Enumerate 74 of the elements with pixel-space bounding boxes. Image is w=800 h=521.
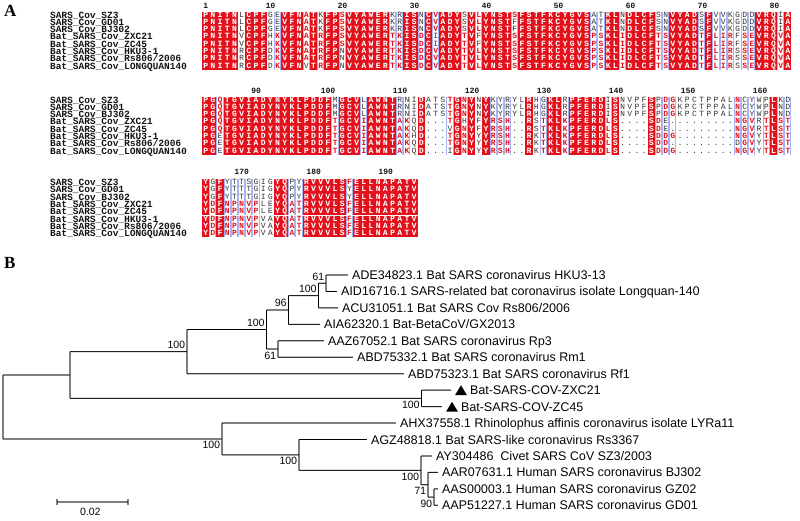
bootstrap-value: 100 (279, 456, 297, 468)
sequence-name: Bat_SARS_Cov_Rs806/2006 (50, 222, 182, 230)
sequence-name: Bat_SARS_Cov_Rs806/2006 (50, 55, 182, 63)
position-number: 110 (392, 88, 408, 96)
sequence-name: SARS_Cov_BJ302 (50, 26, 130, 34)
taxon-label: Bat-SARS-COV-ZC45 (461, 400, 584, 414)
bootstrap-value: 100 (167, 340, 185, 352)
taxon-label: AHX37558.1 Rhinolophus affinis coronavirus isolate LYRa11 (400, 416, 734, 430)
sequence-name: Bat_SARS_Cov_HKU3-1 (50, 216, 158, 223)
taxon-label: ABD75332.1 Bat SARS coronavirus Rm1 (357, 350, 586, 364)
bootstrap-value: 100 (298, 284, 316, 296)
position-number: 140 (608, 88, 624, 96)
sequence-name: Bat_SARS_Cov_LONGQUAN140 (50, 230, 187, 238)
position-number: 1 (202, 3, 209, 11)
position-number: 40 (481, 3, 492, 11)
sequence-name: Bat_SARS_Cov_LONGQUAN140 (50, 148, 187, 155)
position-number: 80 (768, 3, 780, 11)
position-number: 150 (680, 88, 696, 96)
panel-letter: B (4, 254, 16, 272)
position-number: 70 (696, 3, 708, 11)
position-number: 170 (233, 169, 250, 177)
bootstrap-value: 61 (312, 272, 324, 283)
position-number: 90 (250, 88, 262, 96)
position-number: 20 (336, 3, 348, 11)
taxon-label: Bat-SARS-COV-ZXC21 (470, 383, 601, 398)
taxon-label: AAZ67052.1 Bat SARS coronavirus Rp3 (328, 334, 552, 348)
taxon-label: ACU31051.1 Bat SARS Cov Rs806/2006 (342, 300, 570, 315)
sequence-name: SARS_Cov_SZ3 (50, 179, 118, 186)
taxon-label: AIA62320.1 Bat-BetaCoV/GX2013 (324, 317, 516, 332)
sequence-name: Bat_SARS_Cov_HKU3-1 (50, 133, 158, 140)
sequence-name: SARS_Cov_GD01 (50, 186, 124, 194)
sequence-name: Bat_SARS_Cov_LONGQUAN140 (50, 62, 187, 70)
taxon-label: AID16716.1 SARS-related bat coronavirus isolate Longquan-140 (341, 284, 700, 298)
position-number: 190 (377, 169, 394, 177)
taxon-label: AAR07631.1 Human SARS coronavirus BJ302 (442, 465, 702, 480)
bootstrap-value: 96 (274, 298, 286, 310)
bootstrap-value: 61 (264, 350, 276, 362)
panel-letter: A (4, 2, 16, 20)
sequence-name: SARS_Cov_BJ302 (50, 194, 130, 201)
position-number: 30 (408, 3, 420, 11)
bootstrap-value: 100 (246, 318, 264, 329)
sequence-name: Bat_SARS_Cov_ZC45 (50, 126, 147, 133)
sequence-name: SARS_Cov_GD01 (50, 18, 124, 26)
sequence-name: Bat_SARS_Cov_ZXC21 (50, 200, 153, 208)
taxon-label: AAS00003.1 Human SARS coronavirus GZ02 (442, 482, 696, 496)
taxon-label: ADE34823.1 Bat SARS coronavirus HKU3-13 (352, 268, 606, 282)
taxon-label: ABD75323.1 Bat SARS coronavirus Rf1 (408, 366, 630, 381)
position-number: 120 (464, 88, 480, 96)
bootstrap-value: 100 (202, 440, 220, 452)
taxon-label: AGZ48818.1 Bat SARS-like coronavirus Rs3367 (371, 432, 640, 446)
sequence-name: SARS_Cov_SZ3 (50, 96, 118, 104)
taxon-label: AAP51227.1 Human SARS coronavirus GD01 (442, 498, 698, 512)
bootstrap-value: 71 (414, 486, 426, 498)
bootstrap-value: 100 (402, 400, 420, 411)
bootstrap-value: 90 (420, 498, 432, 510)
position-number: 160 (752, 88, 768, 96)
scale-value: 0.02 (80, 507, 100, 518)
sequence-name: Bat_SARS_Cov_ZXC21 (50, 118, 153, 126)
sequence-name: Bat_SARS_Cov_HKU3-1 (50, 48, 158, 56)
sequence-name: Bat_SARS_Cov_ZC45 (50, 40, 147, 48)
taxon-label: AY304486 Civet SARS CoV SZ3/2003 (436, 448, 652, 463)
position-number: 130 (536, 88, 552, 96)
sequence-name: SARS_Cov_BJ302 (50, 111, 130, 118)
position-number: 60 (624, 3, 636, 11)
position-number: 50 (552, 3, 564, 11)
position-number: 10 (264, 3, 276, 11)
sequence-name: Bat_SARS_Cov_ZC45 (50, 208, 147, 216)
sequence-name: SARS_Cov_SZ3 (50, 12, 118, 19)
sequence-name: Bat_SARS_Cov_ZXC21 (50, 33, 153, 41)
bootstrap-value: 100 (401, 472, 419, 483)
sequence-name: Bat_SARS_Cov_Rs806/2006 (50, 140, 182, 148)
sequence-name: SARS_Cov_GD01 (50, 104, 124, 112)
position-number: 100 (320, 88, 336, 96)
position-number: 180 (305, 169, 322, 177)
